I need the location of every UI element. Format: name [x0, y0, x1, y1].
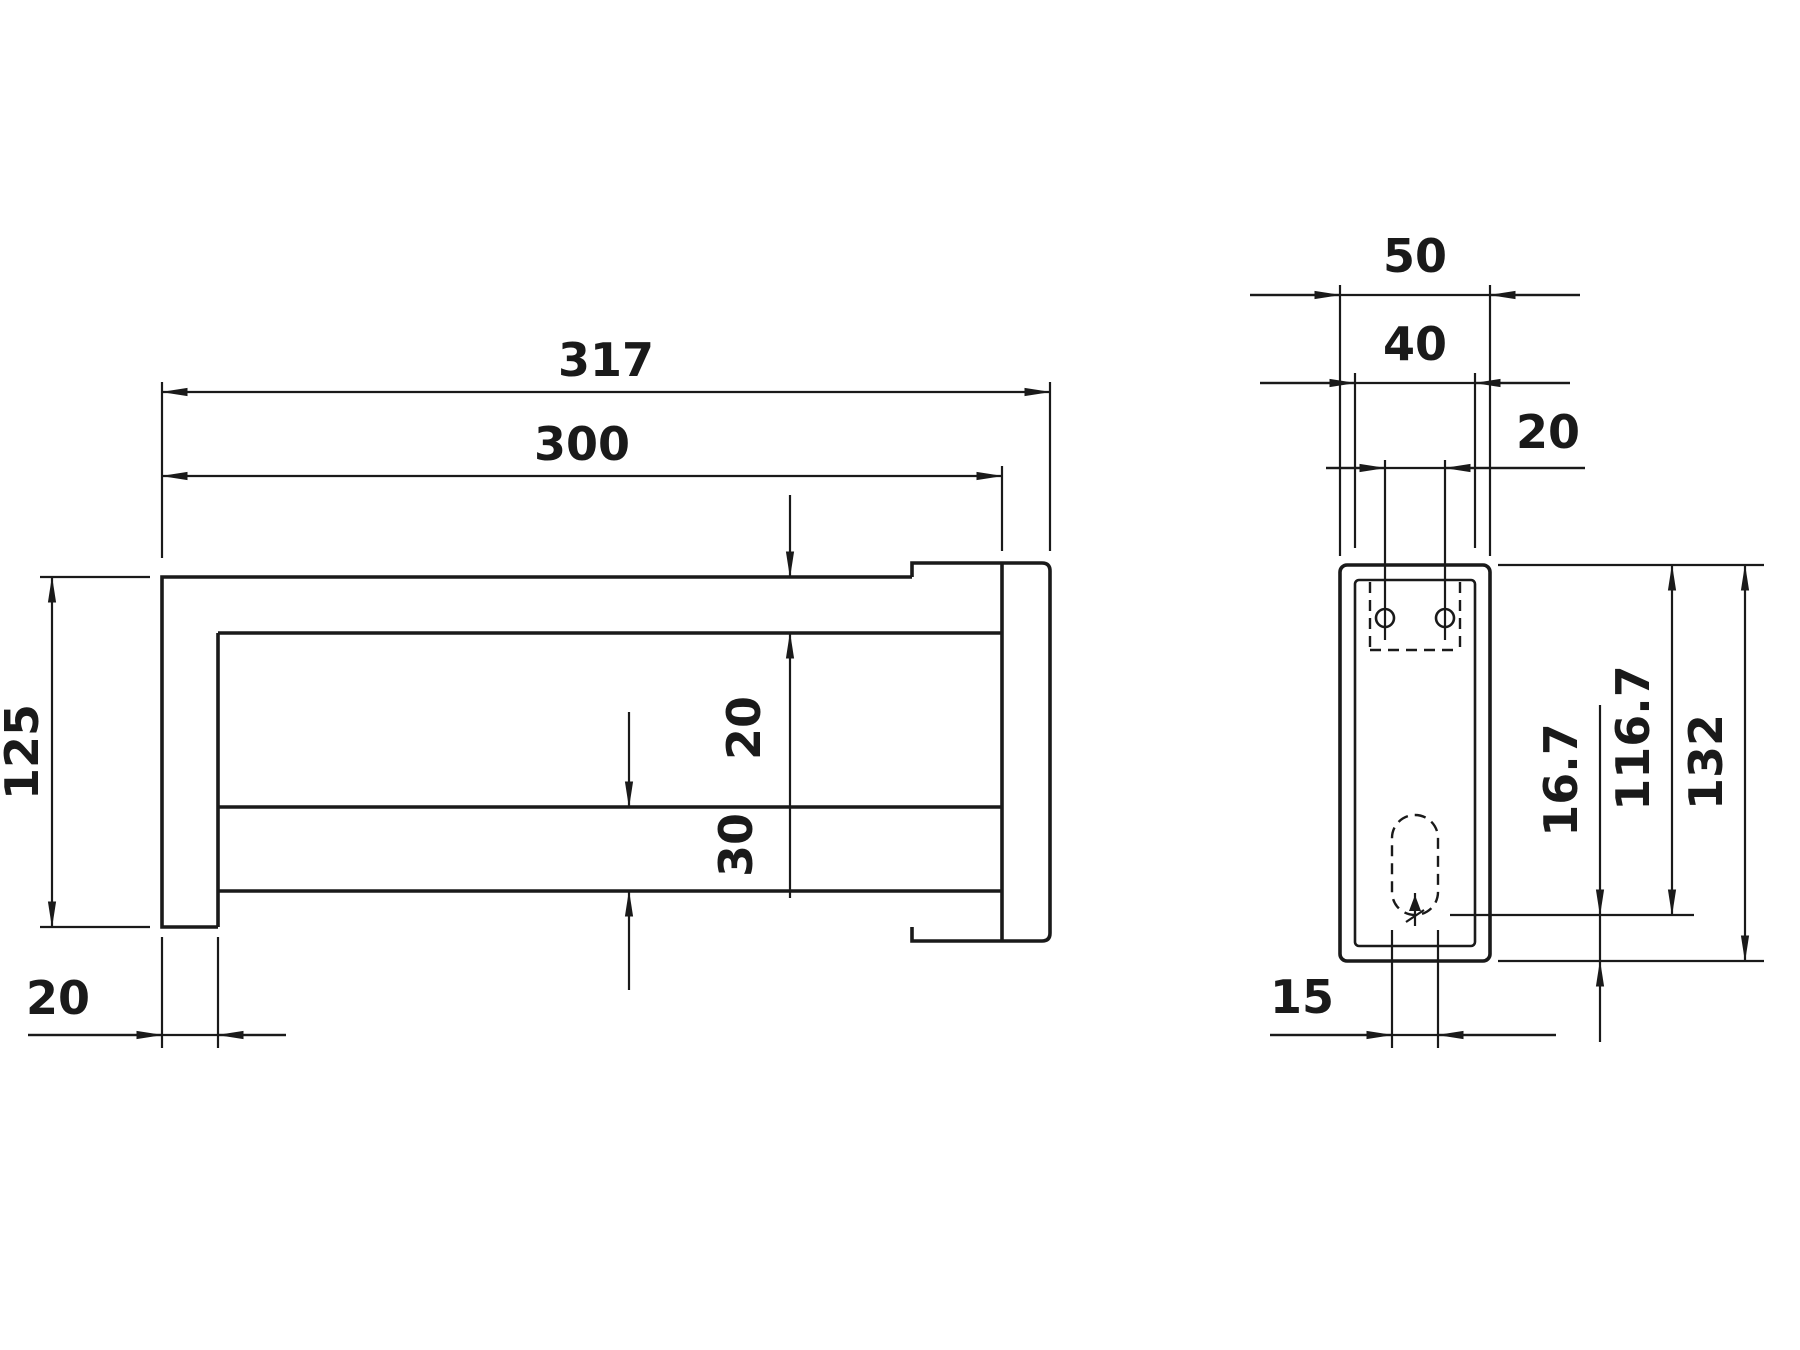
slot-hidden-outline: [1390, 813, 1440, 917]
side-dim-depth-ext-lines: [1338, 285, 1492, 556]
side-view: 50 40 20 15: [1250, 229, 1764, 1048]
front-dim-top-profile: 20: [717, 495, 795, 898]
side-dim-slot-width-label: 15: [1270, 970, 1334, 1024]
front-dim-mounting-length-label: 300: [534, 417, 630, 471]
side-dim-inner-depth-label: 40: [1383, 317, 1447, 371]
side-dim-slot-to-bottom: 16.7: [1534, 705, 1605, 1042]
front-dim-overall-length: 317: [160, 333, 1052, 558]
front-dim-rail-height: 30: [624, 712, 763, 990]
side-dim-slot-width: 15: [1270, 930, 1556, 1048]
side-dim-hole-spacing-label: 20: [1516, 405, 1580, 459]
side-dim-hole-spacing: 20: [1326, 405, 1585, 473]
front-part: [160, 561, 1052, 943]
side-dim-top-to-slot: 116.7: [1606, 564, 1677, 916]
slot-datum-mark: [1405, 893, 1425, 926]
front-dim-top-profile-label: 20: [717, 696, 771, 760]
screw-hole-centerlines: [1383, 460, 1447, 640]
side-dim-slot-to-bottom-label: 16.7: [1534, 723, 1588, 837]
side-dim-depth: 50: [1250, 229, 1580, 556]
side-dim-depth-label: 50: [1383, 229, 1447, 283]
front-dim-rail-height-label: 30: [709, 813, 763, 877]
front-dim-height-label: 125: [0, 704, 49, 800]
front-dim-mounting-length: 300: [161, 417, 1004, 551]
front-dim-overall-length-ext-lines: [160, 382, 1052, 558]
front-dim-overall-length-label: 317: [558, 333, 654, 387]
side-right-ext-lines: [1450, 563, 1764, 963]
front-dim-end-cap: 20: [26, 937, 286, 1048]
side-dim-height-label: 132: [1679, 714, 1733, 810]
slot-datum-slash: [1405, 909, 1425, 923]
side-outline: [1338, 563, 1492, 963]
recess-hidden-lines: [1368, 582, 1462, 652]
front-dim-end-cap-ext-lines: [160, 937, 220, 1048]
front-dim-height-ext-lines: [40, 575, 150, 929]
side-dim-inner-depth: 40: [1260, 317, 1570, 548]
side-dim-height: 132: [1679, 564, 1750, 962]
side-inner-wall: [1353, 578, 1477, 948]
front-shelf-outline: [160, 563, 1004, 941]
side-dim-slot-width-ext-lines: [1390, 930, 1440, 1048]
front-dim-height: 125: [0, 575, 150, 929]
slot-datum-arrowhead: [1409, 895, 1421, 911]
front-dim-end-cap-label: 20: [26, 971, 90, 1025]
side-part: [1338, 460, 1492, 963]
side-dim-inner-depth-ext-lines: [1353, 373, 1477, 548]
front-view: 317 300 125 20 20: [0, 333, 1052, 1048]
front-bracket-cover: [910, 561, 1052, 943]
side-dim-top-to-slot-label: 116.7: [1606, 665, 1660, 811]
